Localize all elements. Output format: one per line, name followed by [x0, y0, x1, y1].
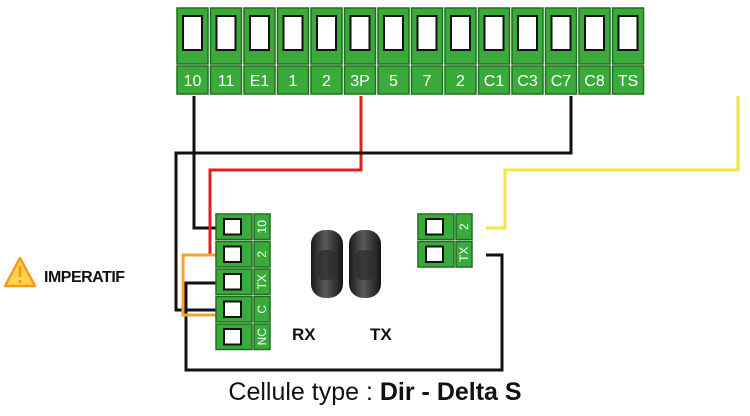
terminal-label: C7	[551, 73, 572, 90]
terminal-11: C7	[544, 7, 578, 95]
wire-yellow-ts	[486, 96, 740, 230]
terminal-label: E1	[250, 73, 270, 90]
wire-black-tx	[184, 253, 504, 372]
terminal-label: 2	[322, 73, 331, 90]
warning-text: IMPERATIF	[44, 269, 125, 286]
pin-label: 10	[255, 220, 269, 234]
terminal-9: C1	[477, 7, 511, 95]
terminal-13: TS	[611, 7, 645, 95]
rx-pin-0: 10	[215, 213, 271, 241]
terminal-label: C1	[484, 73, 505, 90]
caption-prefix: Cellule type :	[228, 378, 380, 406]
terminal-0: 10	[176, 7, 209, 95]
pin-label: TX	[255, 274, 269, 289]
wire-orange-jumper	[181, 253, 216, 317]
terminal-6: 5	[377, 7, 410, 95]
terminal-label: C8	[584, 73, 605, 90]
caption-model: Dir - Delta S	[379, 378, 522, 406]
tx-pin-1: TX	[417, 240, 473, 268]
terminal-label: C3	[517, 73, 538, 90]
terminal-8: 2	[444, 7, 477, 95]
terminal-1: 11	[209, 7, 243, 95]
transmitter-label: TX	[370, 325, 392, 344]
terminal-label: 7	[423, 73, 432, 90]
transmitter-cell-photo	[349, 230, 381, 298]
pin-label: 2	[457, 223, 471, 230]
wire-black-10	[192, 96, 216, 230]
warning-triangle-icon	[3, 256, 37, 288]
wires	[174, 96, 740, 372]
receiver-label: RX	[292, 325, 316, 344]
pin-label: NC	[255, 328, 269, 346]
rx-pin-3: C	[215, 295, 271, 323]
pin-label: 2	[255, 251, 269, 258]
terminal-label: 1	[289, 73, 298, 90]
terminal-12: C8	[578, 7, 611, 95]
terminal-5: 3P	[343, 7, 377, 95]
tx-pin-0: 2	[417, 213, 473, 241]
terminal-label: 5	[389, 73, 398, 90]
rx-pin-1: 2	[215, 240, 271, 268]
terminal-block: 10 11 E1 1 2 3P 5 7 2 C1 C3 C7 C8 TS	[176, 7, 645, 95]
transmitter-connector: 2TX	[417, 213, 473, 268]
terminal-10: C3	[511, 7, 544, 95]
pin-label: TX	[457, 247, 471, 262]
terminal-2: E1	[243, 7, 276, 95]
terminal-label: 2	[456, 73, 465, 90]
pin-label: C	[255, 305, 269, 314]
rx-pin-2: TX	[215, 268, 271, 296]
terminal-label: 11	[218, 73, 235, 90]
terminal-label: 3P	[350, 73, 370, 90]
receiver-cell-photo	[311, 230, 343, 298]
receiver-connector: 10 2TX C NC	[215, 213, 271, 351]
terminal-7: 7	[410, 7, 444, 95]
caption: Cellule type : Dir - Delta S	[0, 378, 750, 407]
wire-black-c1	[174, 96, 573, 312]
terminal-4: 2	[310, 7, 343, 95]
terminal-label: TS	[618, 73, 638, 90]
terminal-3: 1	[276, 7, 310, 95]
rx-pin-4: NC	[215, 323, 271, 351]
terminal-label: 10	[184, 73, 202, 90]
